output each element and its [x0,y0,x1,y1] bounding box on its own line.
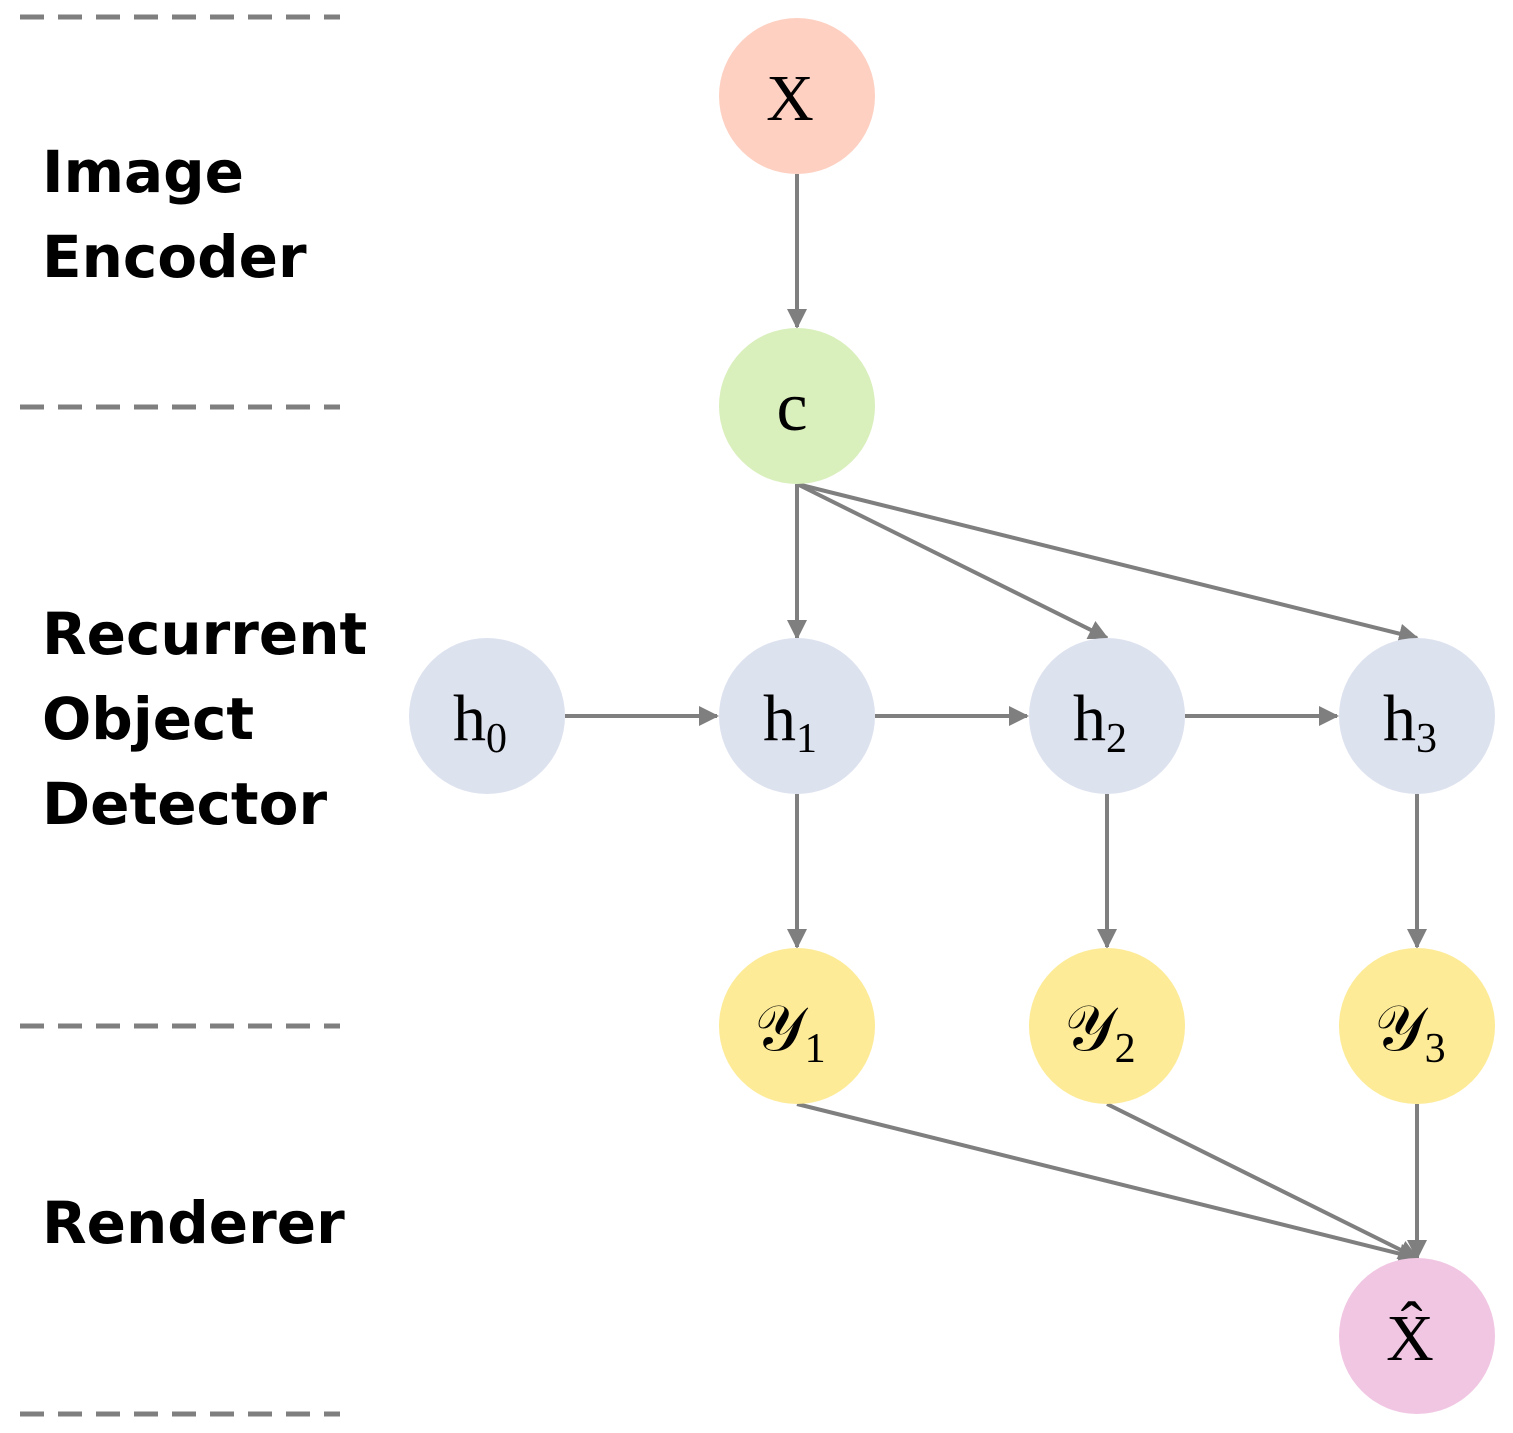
edge-y1-to-xhat [796,1102,1419,1264]
node-h0-subscript: 0 [486,716,507,762]
edge-c-to-h2 [796,482,1109,640]
node-x-label: X [766,62,814,135]
edge-y2-to-xhat [1106,1102,1419,1260]
node-h3-subscript: 3 [1416,716,1437,762]
node-y1-label: 𝒴1 [754,993,825,1072]
node-h2-label: h2 [1073,682,1127,762]
node-xhat-circle [1339,1258,1495,1414]
section-label-renderer: Renderer [42,1189,345,1257]
node-h2-circle [1029,638,1185,794]
node-h0-circle [409,638,565,794]
node-c-circle [719,328,875,484]
node-y1: 𝒴1 [719,948,875,1104]
node-h0-symbol: h [453,682,486,755]
node-x-circle [719,18,875,174]
section-dividers [20,14,340,1417]
node-h3-circle [1339,638,1495,794]
node-c-label: c [776,369,807,446]
node-h3-label: h3 [1383,682,1437,762]
node-x-symbol: X [766,62,814,135]
node-y1-circle [719,948,875,1104]
section-label-recurrent-object-detector: Recurrent Object Detector [42,600,368,838]
node-h1-subscript: 1 [796,716,817,762]
node-y2-symbol: 𝒴 [1064,993,1118,1064]
node-h1-label: h1 [763,682,817,762]
node-y3: 𝒴3 [1339,948,1495,1104]
node-y3-label: 𝒴3 [1374,993,1445,1072]
node-h1-circle [719,638,875,794]
node-h3: h3 [1339,638,1495,794]
node-h1-symbol: h [763,682,796,755]
node-h0: h0 [409,638,565,794]
node-xhat-symbol: X̂ [1386,1301,1434,1375]
node-y3-symbol: 𝒴 [1374,993,1428,1064]
node-h2-symbol: h [1073,682,1106,755]
edges [565,174,1427,1264]
node-c: c [719,328,875,484]
node-h0-label: h0 [453,682,507,762]
node-h3-symbol: h [1383,682,1416,755]
node-c-symbol: c [776,369,807,446]
node-xhat-label: X̂ [1386,1301,1434,1375]
node-y2-circle [1029,948,1185,1104]
section-label-image-encoder: Image Encoder [42,138,307,291]
node-h1: h1 [719,638,875,794]
node-y1-symbol: 𝒴 [754,993,808,1064]
node-y2: 𝒴2 [1029,948,1185,1104]
node-xhat: X̂ [1339,1258,1495,1414]
node-y3-subscript: 3 [1425,1026,1446,1072]
node-h2: h2 [1029,638,1185,794]
node-y3-circle [1339,948,1495,1104]
node-y2-subscript: 2 [1115,1026,1136,1072]
node-h2-subscript: 2 [1106,716,1127,762]
node-y1-subscript: 1 [805,1026,826,1072]
edge-c-to-h3 [796,482,1419,644]
node-x: X [719,18,875,174]
node-y2-label: 𝒴2 [1064,993,1135,1072]
